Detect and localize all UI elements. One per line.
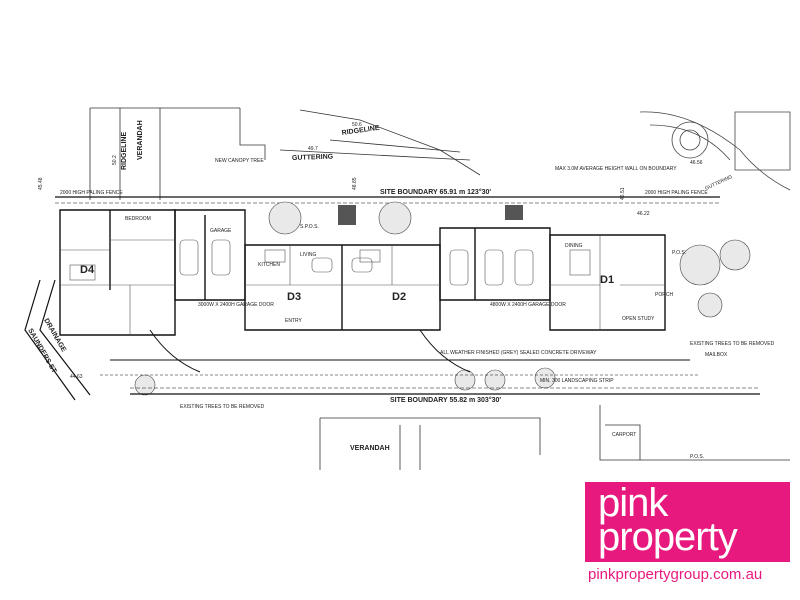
level-l2: 49.7 — [308, 146, 318, 152]
guttering-right-label: GUTTERING — [704, 174, 733, 192]
neighbour-top-right — [639, 111, 791, 191]
fence-mid-label: 2000 HIGH PALING FENCE — [645, 190, 708, 196]
brand-line-2: property — [598, 515, 738, 559]
garage-door-label: 3000W X 2400H GARAGE DOOR — [198, 302, 274, 308]
brand-logo-box — [585, 482, 790, 562]
planter-box-b — [505, 205, 523, 220]
unit-d4: D4 — [80, 264, 95, 276]
internal-walls — [60, 235, 665, 335]
level-l5: 46.22 — [637, 211, 650, 217]
level-l9: 48.85 — [352, 177, 358, 190]
level-l3: 50.2 — [112, 155, 118, 165]
neighbour-bottom — [319, 405, 790, 470]
driveway-note-label: ALL WEATHER FINISHED (GREY) SEALED CONCR… — [440, 350, 597, 356]
new-canopy-label: NEW CANOPY TREE — [215, 158, 264, 164]
site-boundary-top-label: SITE BOUNDARY 65.91 m 123°30' — [380, 188, 491, 196]
room-pos-small-label: P.O.S. — [672, 250, 686, 256]
planter-box-a — [338, 205, 356, 225]
carport-label: CARPORT — [612, 432, 636, 438]
driveway — [100, 329, 760, 395]
building-outline — [59, 209, 666, 336]
room-living-label: LIVING — [300, 252, 317, 258]
existing-trees-label: EXISTING TREES TO BE REMOVED — [180, 404, 265, 410]
room-porch-label: PORCH — [655, 292, 673, 298]
room-entry-label: ENTRY — [285, 318, 303, 324]
level-l1: 50.6 — [352, 122, 362, 128]
room-kitchen-label: KITCHEN — [258, 262, 280, 268]
room-garage-label: GARAGE — [210, 228, 232, 234]
room-open-study-label: OPEN STUDY — [622, 316, 655, 322]
brand-url[interactable]: pinkpropertygroup.com.au — [588, 566, 763, 583]
unit-d3: D3 — [287, 291, 301, 303]
pos-label: P.O.S. — [690, 454, 704, 460]
level-l8: 45.48 — [38, 177, 44, 190]
neighbour-top — [89, 107, 481, 200]
level-l6: 46.51 — [620, 187, 626, 200]
site-boundary-bottom-label: SITE BOUNDARY 55.82 m 303°30' — [390, 396, 501, 404]
verandah-top-label: VERANDAH — [137, 120, 144, 160]
site-boundary-top — [55, 196, 720, 204]
letterbox-label: MAILBOX — [705, 352, 728, 358]
fence-top-label: 2000 HIGH PALING FENCE — [60, 190, 123, 196]
unit-d1: D1 — [600, 274, 614, 286]
level-l4: 46.56 — [690, 160, 703, 166]
street-left — [24, 279, 91, 401]
garage-door-2-label: 4800W X 2400H GARAGE DOOR — [490, 302, 566, 308]
room-spos-label: S.P.O.S. — [300, 224, 319, 230]
ridgeline-left-label: RIDGELINE — [121, 132, 128, 170]
existing-trees-2-label: EXISTING TREES TO BE REMOVED — [690, 341, 775, 347]
guttering-label: GUTTERING — [292, 154, 334, 162]
verandah-bottom-label: VERANDAH — [350, 445, 390, 452]
brand-line-1: pink — [598, 481, 668, 525]
unit-d2: D2 — [392, 291, 406, 303]
room-bedroom-label: BEDROOM — [125, 216, 151, 222]
brand-logo-text: pink property — [598, 481, 788, 559]
room-dining-label: DINING — [565, 243, 583, 249]
landscaping-strip-label: MIN. 300 LANDSCAPING STRIP — [540, 378, 614, 384]
max-height-wall-label: MAX 3.0M AVERAGE HEIGHT WALL ON BOUNDARY — [555, 166, 677, 172]
